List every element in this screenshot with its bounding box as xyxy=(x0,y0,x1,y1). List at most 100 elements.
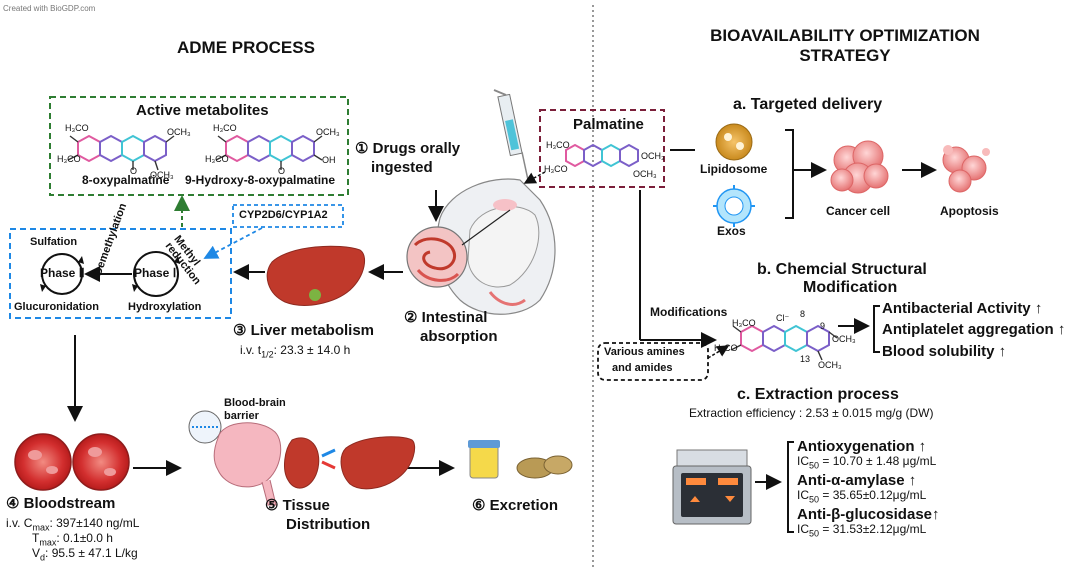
chem-label: 8 xyxy=(800,309,806,319)
effect-blood-solubility: Blood solubility ↑ xyxy=(882,343,1007,360)
strategy-title-b: STRATEGY xyxy=(799,46,891,65)
step1-text-a: Drugs orally xyxy=(372,140,461,157)
step3-label: ③ Liver metabolism xyxy=(233,322,374,339)
chem-label: OH xyxy=(322,155,336,165)
intestine-illustration xyxy=(406,209,511,288)
apoptosis-illustration xyxy=(942,145,990,193)
bbb-label-a: Blood-brain xyxy=(224,397,286,409)
section-b-title-b: Modification xyxy=(803,279,898,296)
chem-label: H₃CO xyxy=(546,140,570,150)
activities-bracket xyxy=(787,441,794,533)
step6-label: ⑥ Excretion xyxy=(472,497,558,514)
active-metabolites-box xyxy=(49,96,349,196)
metabolite-1-structure xyxy=(67,134,175,171)
cancer-cell-illustration xyxy=(830,140,889,194)
amines-box xyxy=(597,342,709,381)
chem-label: H₃CO xyxy=(57,154,81,164)
metabolite-2-structure xyxy=(215,134,323,170)
cancer-cell-label: Cancer cell xyxy=(826,204,891,218)
activity-ic50: IC50 = 10.70 ± 1.48 μg/mL xyxy=(797,454,937,471)
chem-label: 13 xyxy=(800,354,811,364)
section-a-title: a. Targeted delivery xyxy=(733,96,883,113)
lipidosome-label: Lipidosome xyxy=(700,162,768,176)
tissue-distribution-illustration xyxy=(188,410,416,506)
chem-label: OCH₃ xyxy=(150,170,174,180)
enzyme-label: CYP2D6/CYP1A2 xyxy=(239,209,328,221)
phase2-label: Phase Ⅱ xyxy=(40,266,85,280)
palmatine-structure xyxy=(565,143,639,168)
chem-label: O xyxy=(278,166,286,176)
step3-pk: i.v. t1/2: 23.3 ± 14.0 h xyxy=(240,343,351,360)
chem-label: H₃CO xyxy=(205,154,229,164)
step6-number: ⑥ xyxy=(472,497,486,514)
phase2-cycle xyxy=(41,253,83,295)
enzyme-box xyxy=(232,204,344,228)
step5-text-b: Distribution xyxy=(286,516,371,533)
chem-label: OCH₃ xyxy=(818,360,842,370)
extraction-efficiency: Extraction efficiency : 2.53 ± 0.015 mg/… xyxy=(689,406,934,420)
active-metabolites-title: Active metabolites xyxy=(136,102,269,119)
modifications-label: Modifications xyxy=(650,305,728,319)
section-c-title: c. Extraction process xyxy=(737,386,899,403)
chem-label: H₃CO xyxy=(213,123,237,133)
exos-label: Exos xyxy=(717,224,746,238)
step4-vd: Vd: 95.5 ± 47.1 L/kg xyxy=(32,546,138,563)
activity-name: Anti-β-glucosidase↑ xyxy=(797,506,940,523)
chem-label: OCH₃ xyxy=(167,127,191,137)
chem-label: O xyxy=(130,166,138,176)
step3-number: ③ xyxy=(233,322,247,339)
step1-text-b: ingested xyxy=(371,159,433,176)
exos-illustration xyxy=(713,185,755,227)
section-b-title-a: b. Chemcial Structural xyxy=(757,261,927,278)
adme-title: ADME PROCESS xyxy=(177,38,315,57)
step3-text: Liver metabolism xyxy=(250,322,375,339)
activity-name: Antioxygenation ↑ xyxy=(797,438,927,455)
amines-label-a: Various amines xyxy=(604,346,685,358)
arrow-dashed-palmatine xyxy=(523,171,546,184)
step5-text-a: Tissue xyxy=(282,497,330,514)
step6-text: Excretion xyxy=(489,497,558,514)
metabolite-2-name: 9-Hydroxy-8-oxypalmatine xyxy=(185,173,336,187)
arrow-amines-dashed xyxy=(707,345,730,359)
step2-text-a: Intestinal xyxy=(421,309,488,326)
step2-number: ② xyxy=(404,309,418,326)
chem-label: H₃CO xyxy=(714,343,738,353)
chem-label: H₃CO xyxy=(65,123,89,133)
chem-label: H₃CO xyxy=(544,164,568,174)
step2-label: ② Intestinal xyxy=(404,309,487,326)
step5-label: ⑤ Tissue xyxy=(265,497,330,514)
palmatine-title: Palmatine xyxy=(573,116,644,133)
lipidosome-illustration xyxy=(715,123,753,161)
chem-label: H₃CO xyxy=(732,318,756,328)
metabolite-1-name: 8-oxypalmatine xyxy=(82,173,170,187)
chem-label: 9 xyxy=(820,321,826,331)
step4-text: Bloodstream xyxy=(23,495,116,512)
bbb-label-b: barrier xyxy=(224,410,259,422)
chem-label: OCH₃ xyxy=(316,127,340,137)
phase1-label: Phase Ⅰ xyxy=(134,266,177,280)
step1-number: ① xyxy=(355,140,369,157)
excretion-illustration xyxy=(468,440,573,479)
credit-text: Created with BioGDP.com xyxy=(3,4,96,13)
phase-metabolism-box xyxy=(9,228,232,319)
chem-label: OCH₃ xyxy=(832,334,856,344)
chem-label: OCH₃ xyxy=(633,169,657,179)
step2-text-b: absorption xyxy=(420,328,498,345)
step4-tmax: Tmax: 0.1±0.0 h xyxy=(32,531,113,548)
step4-label: ④ Bloodstream xyxy=(6,495,115,512)
effect-antibacterial: Antibacterial Activity ↑ xyxy=(882,300,1043,317)
effect-antiplatelet: Antiplatelet aggregation ↑ xyxy=(882,321,1065,338)
modified-structure xyxy=(730,324,838,361)
delivery-bracket xyxy=(785,129,803,219)
syringe-illustration xyxy=(493,89,529,181)
phase1-cycle xyxy=(133,251,179,297)
activity-ic50: IC50 = 31.53±2.12μg/mL xyxy=(797,522,927,539)
palmatine-box xyxy=(539,109,665,188)
effects-bracket xyxy=(873,305,880,353)
activity-ic50: IC50 = 35.65±0.12μg/mL xyxy=(797,488,927,505)
sulfation-label: Sulfation xyxy=(30,236,78,248)
amines-label-b: and amides xyxy=(612,362,673,374)
ultrasonic-bath-illustration xyxy=(672,449,752,525)
